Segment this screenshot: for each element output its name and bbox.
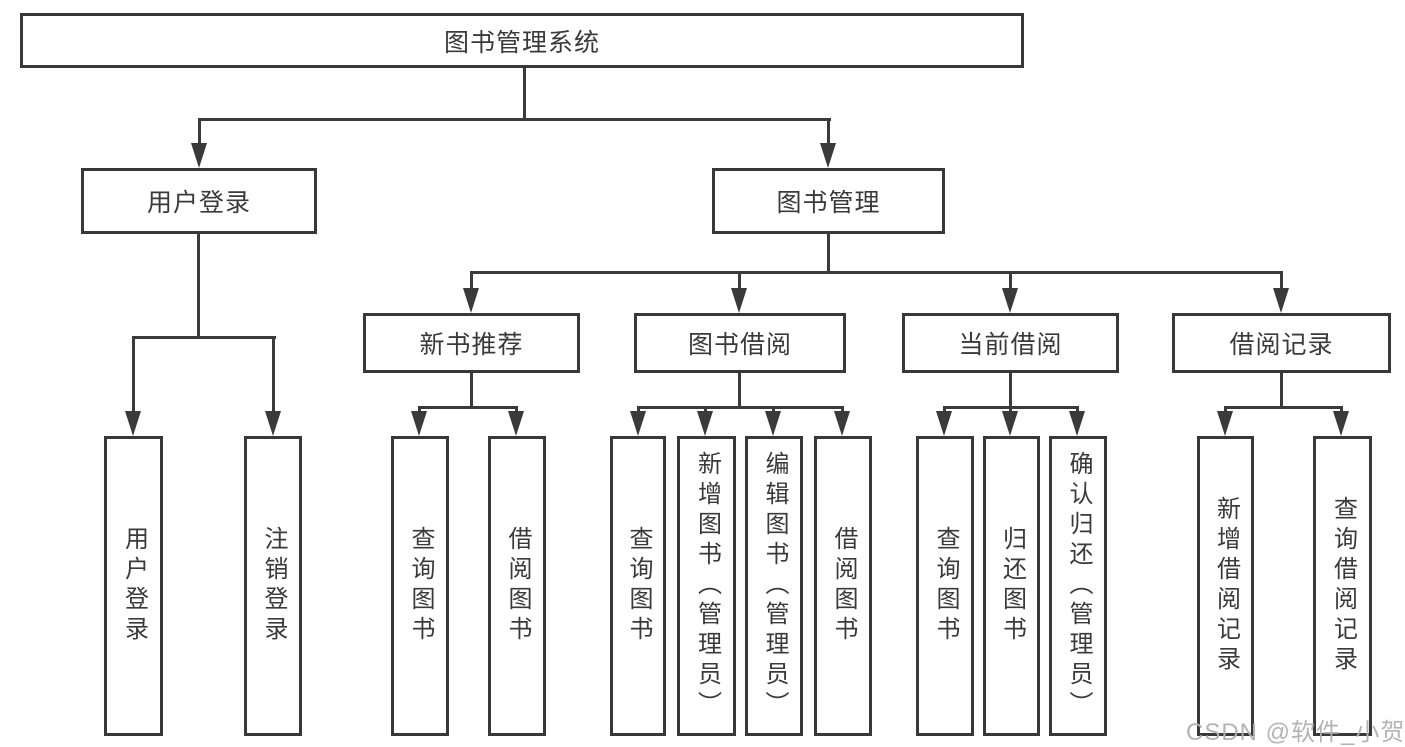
leaf-nb-borrow-books: 借阅图书 (488, 436, 546, 736)
edge-root-rail (198, 118, 831, 121)
arrowhead-bb-edit (765, 411, 781, 436)
arrowhead-borrow-records (1273, 288, 1289, 313)
leaf-nb-query-books: 查询图书 (391, 436, 449, 736)
arrowhead-nb-borrow (508, 411, 524, 436)
leaf-bb-add-books-admin: 新增图书（管理员） (677, 436, 736, 736)
edge-book-borrow-rail (637, 406, 844, 409)
edge-drop-rec-query (1340, 406, 1343, 414)
arrowhead-cb-query (936, 411, 952, 436)
csdn-watermark: CSDN @软件_小贺同学 (1186, 719, 1405, 746)
edge-drop-nb-borrow (515, 406, 518, 414)
leaf-bb-borrow-books: 借阅图书 (814, 436, 872, 736)
arrowhead-book-mgmt (820, 143, 836, 168)
edge-drop-bb-query (637, 406, 640, 414)
edge-drop-book-mgmt (827, 121, 830, 146)
arrowhead-logout-leaf (265, 411, 281, 436)
node-library-management-system: 图书管理系统 (20, 13, 1024, 68)
edge-book-mgmt-stem (827, 234, 830, 274)
leaf-rec-add-record: 新增借阅记录 (1197, 436, 1254, 736)
leaf-user-login: 用户登录 (104, 436, 163, 736)
arrowhead-book-borrow (731, 288, 747, 313)
edge-book-mgmt-rail (470, 271, 1283, 274)
edge-drop-logout-leaf (272, 339, 275, 413)
leaf-cb-confirm-return-admin: 确认归还（管理员） (1049, 436, 1107, 736)
leaf-rec-query-record: 查询借阅记录 (1313, 436, 1372, 736)
arrowhead-rec-query (1333, 411, 1349, 436)
arrowhead-login-leaf (125, 411, 141, 436)
arrowhead-bb-borrow (834, 411, 850, 436)
arrowhead-bb-add (697, 411, 713, 436)
arrowhead-new-books (463, 288, 479, 313)
leaf-bb-query-books: 查询图书 (610, 436, 666, 736)
node-book-borrowing: 图书借阅 (634, 313, 846, 373)
edge-user-login-rail (132, 336, 276, 339)
edge-user-login-stem (197, 234, 200, 339)
edge-drop-cb-confirm (1076, 406, 1079, 414)
node-current-borrowing: 当前借阅 (902, 313, 1119, 373)
leaf-cb-return-books: 归还图书 (983, 436, 1040, 736)
edge-drop-login-leaf (132, 339, 135, 413)
arrowhead-user-login (191, 143, 207, 168)
edge-current-stem (1009, 373, 1012, 409)
edge-drop-bb-add (704, 406, 707, 414)
arrowhead-cb-confirm (1069, 411, 1085, 436)
edge-drop-nb-query (418, 406, 421, 414)
node-borrowing-records: 借阅记录 (1172, 313, 1391, 373)
edge-drop-current-borrow (1009, 274, 1012, 290)
edge-drop-cb-return (1009, 406, 1012, 414)
edge-root-stem (523, 68, 526, 121)
arrowhead-bb-query (630, 411, 646, 436)
arrowhead-cb-return (1002, 411, 1018, 436)
arrowhead-nb-query (411, 411, 427, 436)
node-user-login: 用户登录 (81, 168, 317, 234)
edge-drop-borrow-records (1280, 274, 1283, 290)
leaf-bb-edit-books-admin: 编辑图书（管理员） (745, 436, 803, 736)
arrowhead-current-borrow (1002, 288, 1018, 313)
leaf-logout: 注销登录 (244, 436, 302, 736)
leaf-cb-query-books: 查询图书 (916, 436, 974, 736)
edge-drop-new-books (470, 274, 473, 290)
edge-drop-bb-borrow (841, 406, 844, 414)
edge-drop-bb-edit (772, 406, 775, 414)
edge-drop-rec-add (1224, 406, 1227, 414)
edge-drop-cb-query (943, 406, 946, 414)
edge-new-books-rail (418, 406, 518, 409)
edge-drop-book-borrow (738, 274, 741, 290)
edge-book-borrow-stem (738, 373, 741, 409)
edge-records-stem (1280, 373, 1283, 409)
edge-records-rail (1224, 406, 1343, 409)
arrowhead-rec-add (1217, 411, 1233, 436)
edge-new-books-stem (470, 373, 473, 409)
node-book-management: 图书管理 (712, 168, 945, 234)
node-new-book-recommend: 新书推荐 (363, 313, 580, 373)
edge-drop-user-login (198, 121, 201, 146)
